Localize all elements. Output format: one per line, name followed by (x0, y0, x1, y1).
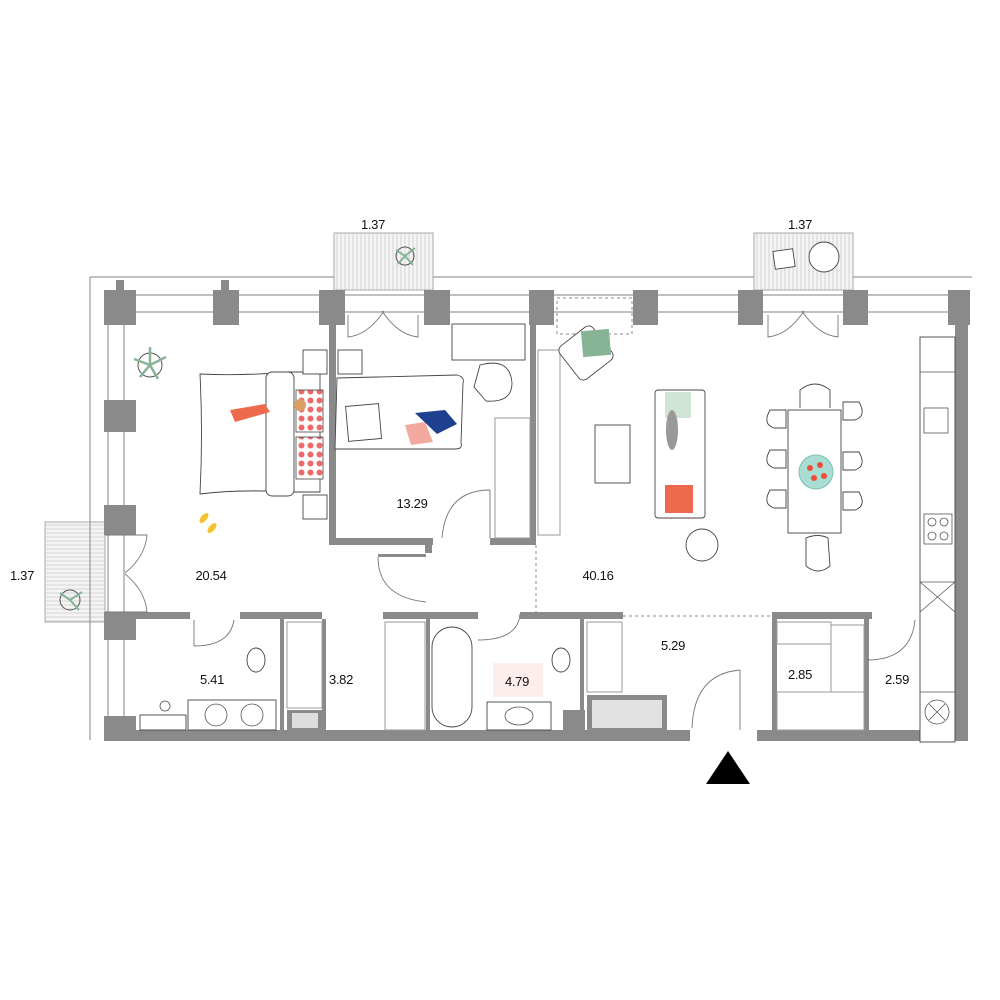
round-table-icon (808, 241, 840, 273)
area-label-balcony-top-right: 1.37 (788, 217, 812, 232)
balcony-left (44, 521, 106, 623)
wardrobe (830, 624, 865, 694)
area-label-wardrobe: 2.85 (788, 667, 812, 682)
wardrobe (286, 621, 323, 709)
entrance-triangle-icon (706, 751, 750, 784)
highlight-bathroom-2 (493, 663, 543, 697)
wardrobe (494, 417, 531, 539)
wardrobe (384, 621, 426, 731)
coffee-table (594, 424, 631, 484)
area-label-balcony-top-left: 1.37 (361, 217, 385, 232)
plant-icon (133, 347, 167, 380)
bed-second (334, 374, 464, 450)
area-label-corridor: 3.82 (329, 672, 353, 687)
slippers-icon (199, 513, 217, 533)
dining-table (766, 383, 863, 572)
bathtub (431, 626, 473, 728)
plant-icon (395, 246, 416, 266)
desk (451, 323, 526, 361)
nightstand (302, 349, 328, 375)
area-label-bathroom-2: 4.79 (505, 674, 529, 689)
area-label-bathroom-1: 5.41 (200, 672, 224, 687)
doors (105, 310, 916, 730)
tv-stand (537, 349, 561, 536)
desk-chair (473, 362, 513, 402)
double-bed (199, 371, 324, 497)
plant-icon (59, 589, 81, 611)
bathroom-2-fixtures (486, 647, 571, 731)
balcony-top-right (753, 232, 854, 291)
wardrobe (586, 621, 623, 693)
area-label-bedroom-main: 20.54 (195, 568, 226, 583)
kitchen-counter (919, 336, 956, 743)
bathroom-1-fixtures (139, 647, 277, 731)
sofa (654, 389, 706, 519)
area-label-bedroom-second: 13.29 (396, 496, 427, 511)
area-label-hall: 5.29 (661, 638, 685, 653)
floor-lamp (685, 528, 719, 562)
nightstand (337, 349, 363, 375)
stool-icon (772, 248, 796, 270)
area-label-living-kitchen: 40.16 (582, 568, 613, 583)
armchair (558, 325, 614, 381)
area-label-utility: 2.59 (885, 672, 909, 687)
shelf (776, 621, 832, 645)
balcony-top-left (333, 232, 434, 291)
area-label-balcony-left: 1.37 (10, 568, 34, 583)
nightstand (302, 494, 328, 520)
walls (104, 280, 970, 741)
wardrobe-rail (776, 691, 865, 731)
